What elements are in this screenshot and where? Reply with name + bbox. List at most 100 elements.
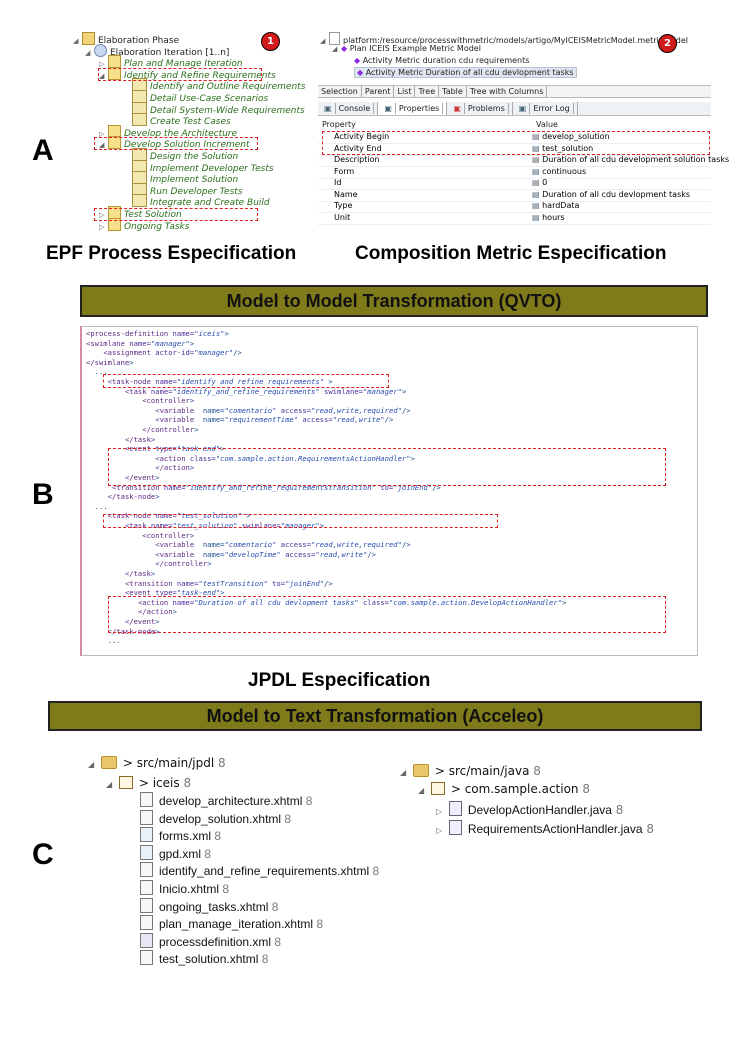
section-letter-a: A bbox=[32, 134, 54, 167]
xhtml-file-icon bbox=[140, 792, 153, 807]
property-row[interactable]: Activity End▤ test_solution bbox=[318, 144, 711, 156]
jpdl-file-row[interactable]: processdefinition.xml 8 bbox=[140, 932, 281, 949]
metric-icon: ◆ bbox=[357, 68, 364, 77]
epf-tree-item[interactable]: Create Test Cases bbox=[123, 113, 231, 127]
highlight-test-solution bbox=[94, 208, 258, 221]
editor-tab[interactable]: Tree bbox=[415, 86, 440, 97]
task-icon bbox=[132, 194, 147, 208]
epf-tree-item[interactable]: ◢Elaboration Phase bbox=[73, 32, 179, 46]
banner-m2t: Model to Text Transformation (Acceleo) bbox=[48, 701, 702, 731]
property-row[interactable]: Name▤ Duration of all cdu devlopment tas… bbox=[318, 190, 711, 202]
property-row[interactable]: Id▤ 0 bbox=[318, 178, 711, 190]
xhtml-file-icon bbox=[140, 915, 153, 931]
jpdl-file-row[interactable]: identify_and_refine_requirements.xhtml 8 bbox=[140, 862, 379, 878]
epf-tree-item[interactable]: ◢Develop Solution Increment bbox=[99, 136, 250, 150]
caption-jpdl: JPDL Especification bbox=[248, 670, 431, 691]
code-line: </event> bbox=[124, 617, 160, 626]
code-line: <transition name="identify_and_refine_re… bbox=[111, 482, 441, 492]
code-line: <assignment actor-id="manager"/> bbox=[103, 348, 242, 358]
epf-tree-item[interactable]: ▷Test Solution bbox=[99, 206, 182, 220]
java-file-row[interactable]: ▷ DevelopActionHandler.java 8 bbox=[436, 801, 624, 817]
code-line: </swimlane> bbox=[86, 357, 134, 367]
value-icon: ▤ bbox=[532, 166, 543, 176]
property-key: Name bbox=[334, 189, 358, 199]
jpdl-file-row[interactable]: forms.xml 8 bbox=[140, 827, 221, 843]
property-value: ▤ continuous bbox=[532, 166, 587, 176]
property-value: ▤ 0 bbox=[532, 178, 548, 187]
editor-tab[interactable]: Parent bbox=[362, 86, 395, 97]
code-line: <task name="test_solution" swimlane="man… bbox=[124, 521, 325, 530]
highlight-task-node-identify bbox=[103, 374, 389, 388]
epf-process-tree: ◢Elaboration Phase◢Elaboration Iteration… bbox=[65, 30, 305, 235]
xhtml-file-icon bbox=[140, 809, 153, 825]
epf-tree-item[interactable]: ◢Elaboration Iteration [1..n] bbox=[85, 43, 229, 58]
process-file-icon bbox=[140, 932, 153, 948]
package-icon bbox=[118, 776, 133, 789]
value-icon: ▤ bbox=[532, 189, 543, 199]
editor-tab[interactable]: List bbox=[394, 86, 416, 97]
jpdl-file-row[interactable]: plan_manage_iteration.xhtml 8 bbox=[140, 915, 323, 931]
epf-tree-item[interactable]: Integrate and Create Build bbox=[123, 194, 270, 208]
epf-tree-item[interactable]: ▷Develop the Architecture bbox=[99, 124, 237, 139]
code-line: </task> bbox=[124, 569, 156, 578]
activity-icon bbox=[108, 136, 121, 150]
editor-tab[interactable]: Tree with Columns bbox=[467, 86, 548, 97]
metric-item-row[interactable]: ◆ Activity Metric duration cdu requireme… bbox=[354, 56, 530, 65]
code-line: ... bbox=[86, 501, 108, 511]
code-line: </controller> bbox=[155, 559, 212, 569]
jpdl-file-row[interactable]: test_solution.xhtml 8 bbox=[140, 950, 268, 966]
property-value: ▤ hardData bbox=[532, 201, 580, 210]
xml-file-icon bbox=[140, 827, 153, 843]
code-line: <task-node name="identify and refine req… bbox=[107, 377, 333, 386]
property-key: Unit bbox=[334, 212, 351, 222]
jpdl-file-row[interactable]: Inicio.xhtml 8 bbox=[140, 880, 229, 896]
phase-folder-icon bbox=[82, 32, 95, 45]
property-row[interactable]: Unit▤ hours bbox=[318, 213, 711, 225]
code-line: </task> bbox=[124, 434, 156, 444]
code-line: <task name="identify_and_refine_requirem… bbox=[124, 386, 407, 396]
jpdl-source-folder[interactable]: ◢ > src/main/jpdl 8 bbox=[88, 756, 226, 770]
code-line: <process-definition name="iceis"> bbox=[86, 329, 229, 338]
epf-tree-item[interactable]: ◢Identify and Refine Requirements bbox=[99, 66, 276, 81]
property-key: Activity Begin bbox=[334, 132, 390, 141]
java-file-row[interactable]: ▷ RequirementsActionHandler.java 8 bbox=[436, 820, 655, 836]
tab-icon: ▣ bbox=[381, 103, 396, 114]
metric-item-row-selected[interactable]: ◆ Activity Metric Duration of all cdu de… bbox=[354, 67, 577, 78]
epf-tree-item[interactable]: Identify and Outline Requirements bbox=[123, 78, 305, 92]
xhtml-file-icon bbox=[140, 897, 153, 913]
code-line: </task-node> bbox=[107, 626, 160, 636]
property-row[interactable]: Activity Begin▤ develop_solution bbox=[318, 132, 711, 144]
property-row[interactable]: Form ▤ continuous bbox=[318, 167, 711, 179]
jpdl-file-row[interactable]: develop_solution.xhtml 8 bbox=[140, 809, 291, 826]
code-line: <action name="Duration of all cdu devlop… bbox=[137, 597, 567, 607]
code-line: <event type="task-end"> bbox=[124, 588, 225, 598]
jpdl-file-row[interactable]: gpd.xml 8 bbox=[140, 844, 211, 861]
view-tab[interactable]: ▣ Error Log bbox=[513, 102, 578, 115]
java-package[interactable]: ◢ > com.sample.action 8 bbox=[418, 782, 590, 796]
property-key: Form bbox=[334, 166, 355, 176]
jpdl-file-row[interactable]: ongoing_tasks.xhtml 8 bbox=[140, 897, 278, 914]
view-tab[interactable]: ▣ Console bbox=[318, 102, 379, 115]
highlight-identify-refine bbox=[98, 68, 262, 81]
java-source-folder[interactable]: ◢ > src/main/java 8 bbox=[400, 764, 541, 778]
editor-tab[interactable]: Table bbox=[439, 86, 467, 97]
view-tab[interactable]: ▣ Properties bbox=[378, 102, 448, 115]
property-row[interactable]: Type▤ hardData bbox=[318, 201, 711, 213]
jpdl-package-iceis[interactable]: ◢ > iceis 8 bbox=[106, 776, 192, 790]
view-tab[interactable]: ▣ Problems bbox=[447, 102, 513, 115]
plan-icon: ◆ bbox=[341, 44, 348, 53]
code-line: <controller> bbox=[142, 530, 195, 540]
metric-path-row: ◢platform:/resource/processwithmetric/mo… bbox=[320, 32, 688, 45]
tab-icon: ▣ bbox=[516, 103, 531, 114]
code-line: </event> bbox=[124, 473, 160, 482]
jpdl-file-row[interactable]: develop_architecture.xhtml 8 bbox=[140, 792, 312, 808]
editor-tab[interactable]: Selection bbox=[318, 86, 362, 97]
section-letter-b: B bbox=[32, 478, 54, 511]
highlight-task-node-test bbox=[103, 514, 498, 528]
property-row[interactable]: Description▤ Duration of all cdu develop… bbox=[318, 155, 729, 167]
jpdl-file-tree: ◢ > src/main/jpdl 8 ◢ > iceis 8 develop_… bbox=[88, 756, 388, 971]
property-value: ▤ test_solution bbox=[532, 143, 594, 153]
code-line: <variable name="requirementTime" access=… bbox=[155, 415, 394, 425]
highlight-activity-begin-end bbox=[322, 131, 710, 155]
view-tab-bar: ▣ Console▣ Properties▣ Problems▣ Error L… bbox=[318, 102, 711, 116]
